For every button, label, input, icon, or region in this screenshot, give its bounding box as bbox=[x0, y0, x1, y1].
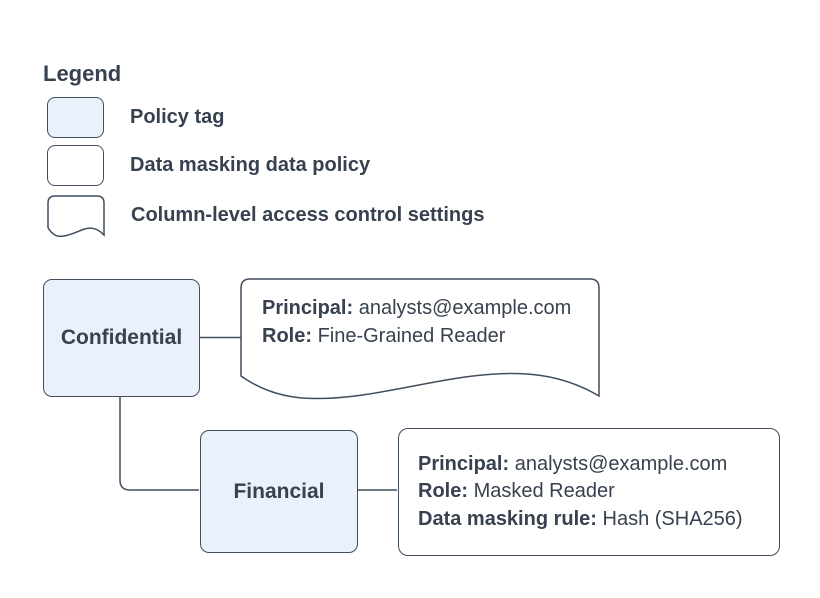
legend-item-label: Data masking data policy bbox=[130, 154, 371, 176]
setting-line: Principal: analysts@example.com bbox=[262, 297, 572, 319]
connector-confidential-to-financial bbox=[119, 397, 199, 491]
legend-item-label: Column-level access control settings bbox=[131, 204, 485, 226]
access-control-swatch bbox=[47, 195, 105, 238]
financial-data-policy-box: Principal: analysts@example.com Role: Ma… bbox=[398, 428, 780, 556]
setting-line: Role: Fine-Grained Reader bbox=[262, 324, 506, 347]
node-confidential: Confidential bbox=[43, 279, 200, 397]
legend-item-label: Policy tag bbox=[130, 106, 225, 128]
setting-line: Data masking rule: Hash (SHA256) bbox=[418, 507, 743, 530]
policy-tag-swatch bbox=[47, 97, 104, 138]
legend-item-policy-tag: Policy tag bbox=[47, 97, 224, 138]
legend-item-data-policy: Data masking data policy bbox=[47, 145, 370, 186]
node-label: Financial bbox=[233, 479, 325, 503]
data-policy-swatch bbox=[47, 145, 104, 186]
setting-line: Role: Masked Reader bbox=[418, 480, 615, 503]
legend-item-access-control: Column-level access control settings bbox=[47, 195, 485, 238]
setting-line: Principal: analysts@example.com bbox=[418, 452, 728, 475]
node-financial: Financial bbox=[200, 430, 358, 553]
legend-title: Legend bbox=[43, 61, 122, 86]
policy-text: Principal: analysts@example.com Role: Ma… bbox=[399, 451, 743, 534]
node-label: Confidential bbox=[60, 326, 183, 349]
confidential-access-settings: Principal: analysts@example.com Role: Fi… bbox=[262, 295, 571, 350]
